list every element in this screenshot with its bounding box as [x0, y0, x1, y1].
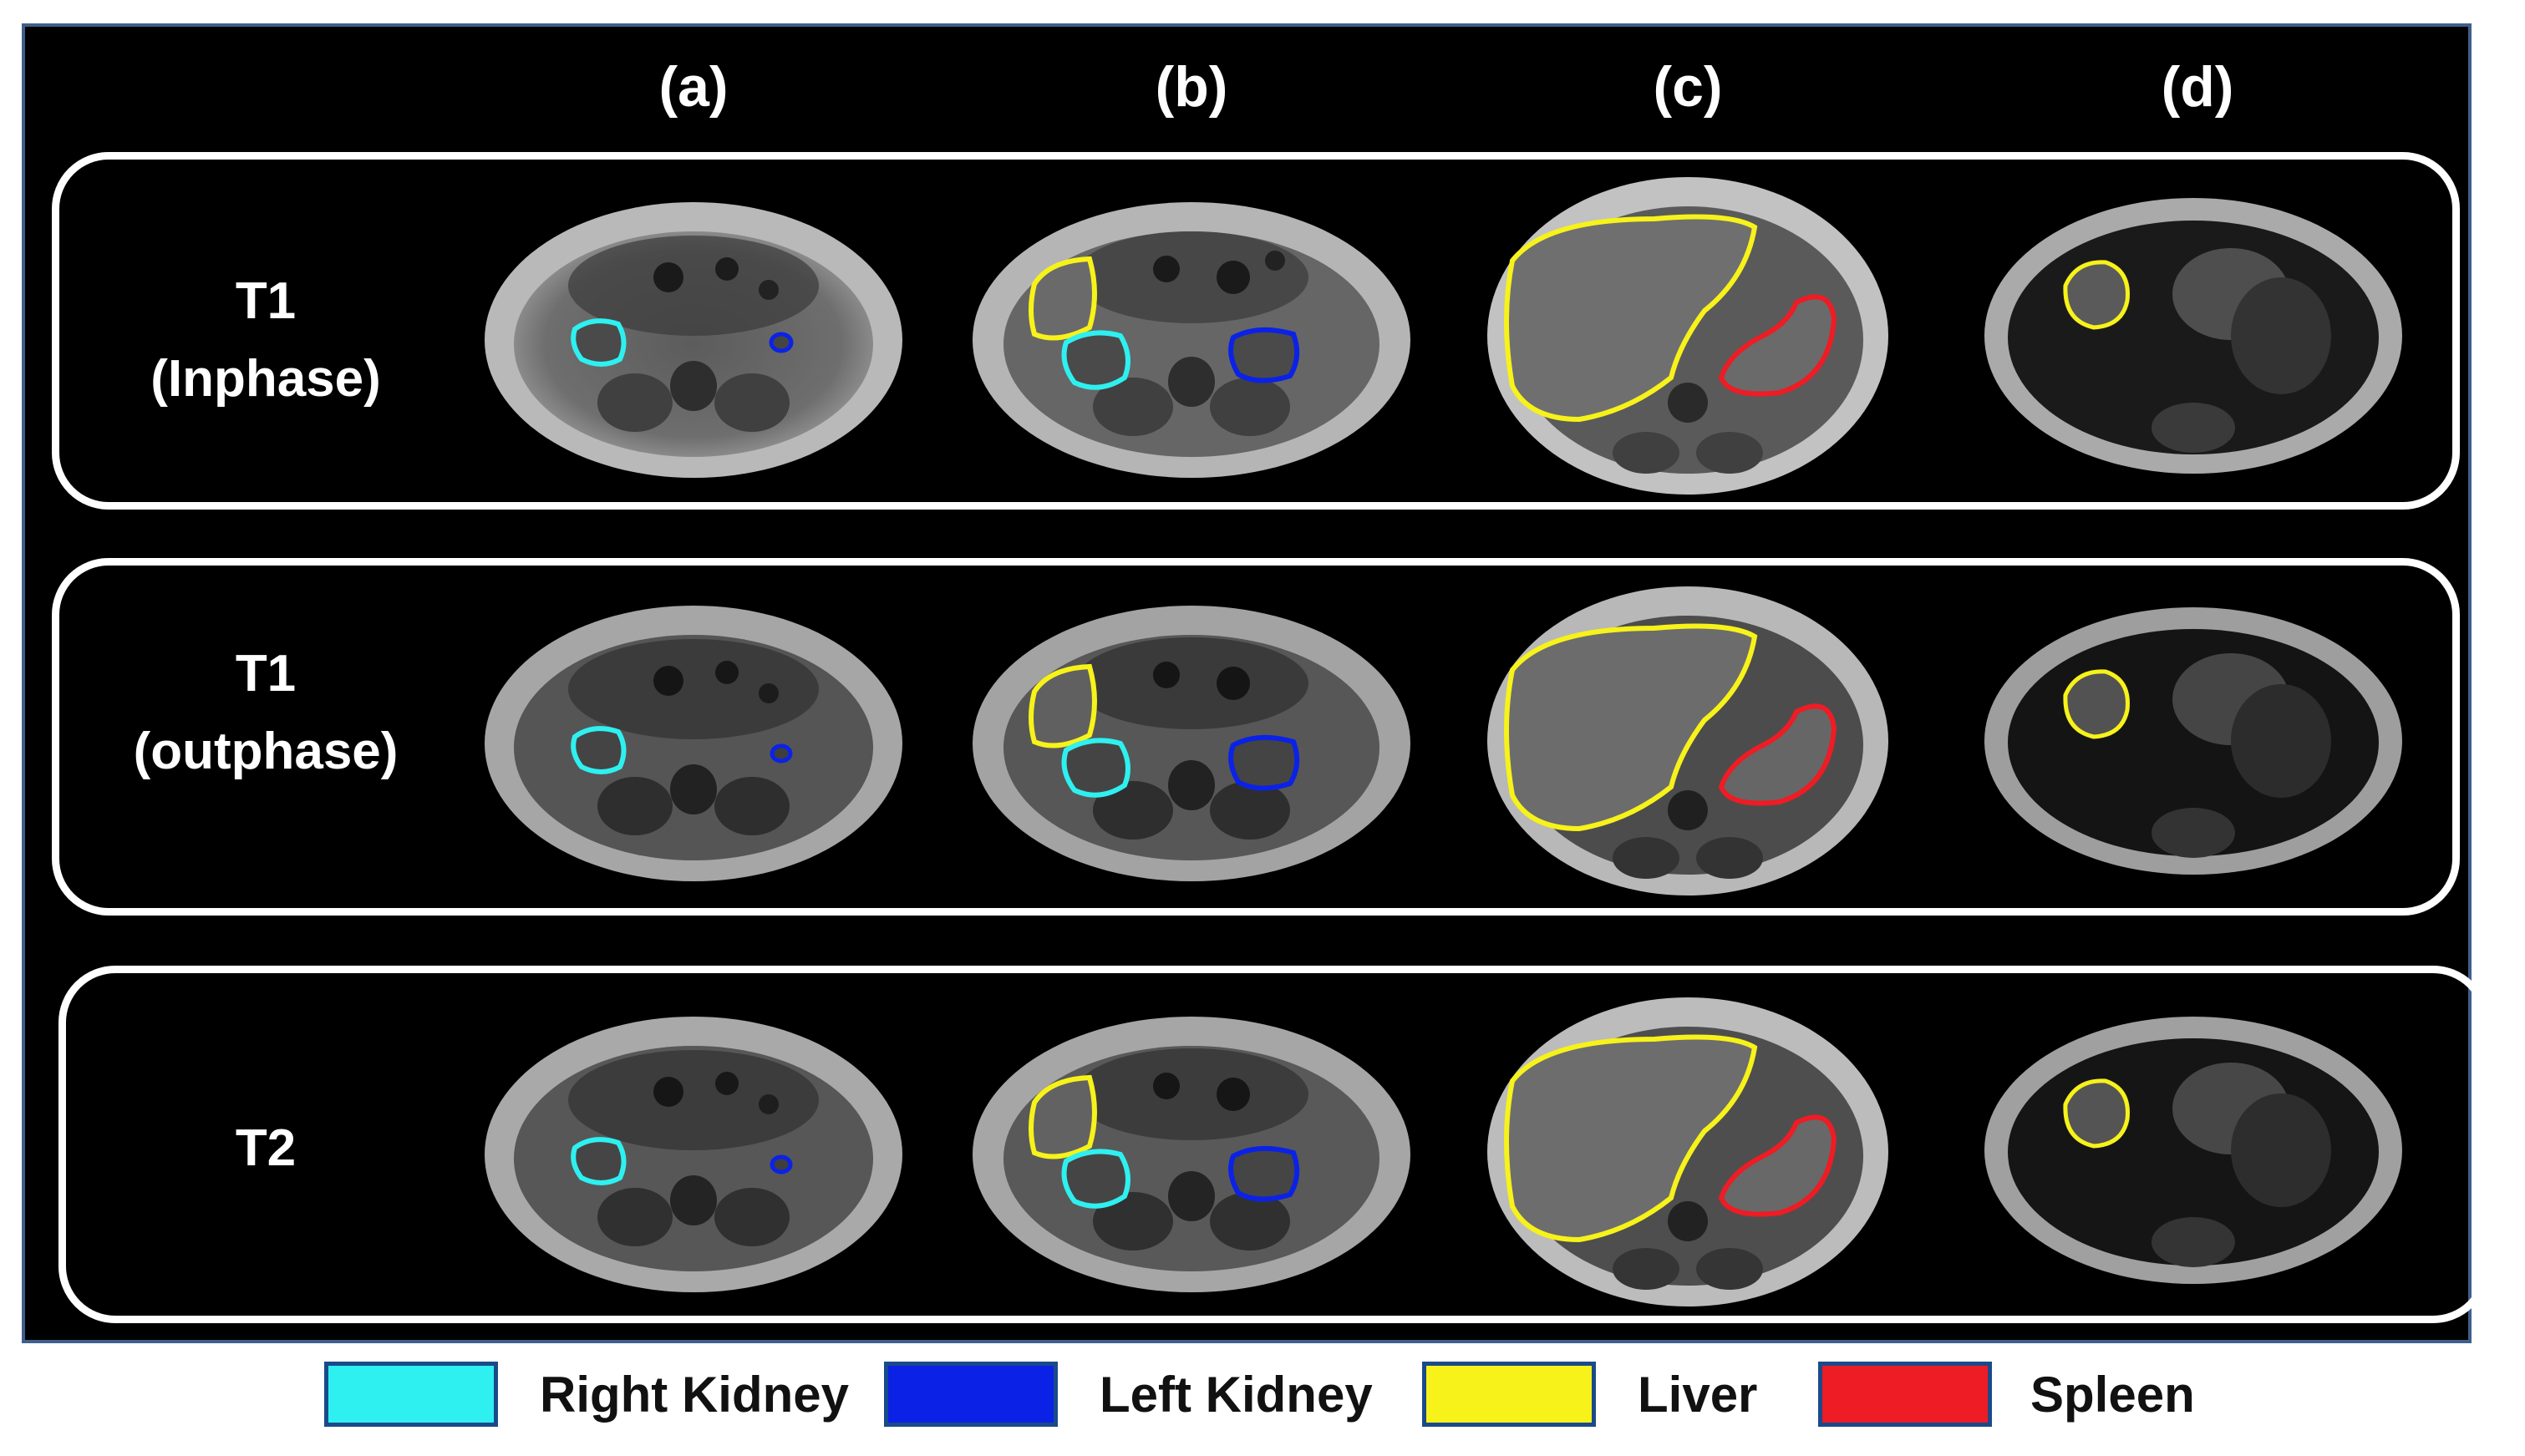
- legend-label-liver: Liver: [1638, 1367, 1758, 1423]
- row-label-t2: T2: [48, 1109, 483, 1187]
- left-kidney-contour: [769, 332, 794, 353]
- spleen-contour: [1718, 1114, 1837, 1217]
- liver-contour: [2063, 260, 2130, 330]
- column-label-d: (d): [2161, 55, 2234, 119]
- row-box-t2: [58, 966, 2490, 1323]
- spleen-contour: [1718, 294, 1837, 397]
- column-label-b: (b): [1155, 55, 1228, 119]
- liver-contour: [1029, 256, 1097, 341]
- left-kidney-contour: [1228, 327, 1300, 383]
- row-label-line1: T1: [235, 272, 297, 330]
- row-label-line1: T2: [235, 1119, 297, 1177]
- legend-label-right-kidney: Right Kidney: [540, 1367, 849, 1423]
- mri-scan-row3-col-b: [973, 1017, 1410, 1292]
- left-kidney-contour: [1228, 734, 1300, 791]
- right-kidney-contour: [1061, 738, 1130, 798]
- column-label-c: (c): [1653, 55, 1723, 119]
- column-label-a: (a): [658, 55, 729, 119]
- legend-swatch-liver: [1422, 1362, 1596, 1427]
- left-kidney-contour: [770, 1154, 793, 1174]
- liver-contour: [1029, 1074, 1097, 1159]
- liver-contour: [2063, 669, 2130, 739]
- mri-scan-row1-col-c: [1487, 177, 1888, 495]
- mri-scan-row1-col-b: [973, 202, 1410, 478]
- spleen-contour: [1718, 703, 1837, 806]
- right-kidney-contour: [1061, 330, 1130, 390]
- liver-contour: [2063, 1078, 2130, 1149]
- row-label-t1-inphase: T1 (Inphase): [48, 262, 483, 418]
- mri-scan-row2-col-d: [1984, 607, 2402, 875]
- row-box-t1-outphase: [52, 558, 2460, 916]
- mri-scan-row2-col-c: [1487, 586, 1888, 895]
- legend-label-left-kidney: Left Kidney: [1100, 1367, 1373, 1423]
- mri-scan-row2-col-b: [973, 606, 1410, 881]
- right-kidney-contour: [1061, 1149, 1130, 1209]
- liver-contour: [1029, 663, 1097, 748]
- mri-scan-row3-col-c: [1487, 997, 1888, 1306]
- mri-scan-row1-col-d: [1984, 198, 2402, 474]
- row-label-t1-outphase: T1 (outphase): [48, 635, 483, 790]
- row-label-line2: (Inphase): [150, 350, 381, 408]
- right-kidney-contour: [571, 726, 627, 774]
- left-kidney-contour: [1228, 1145, 1300, 1202]
- mri-scan-row2-col-a: [485, 606, 902, 881]
- left-kidney-contour: [770, 743, 793, 764]
- mri-scan-row3-col-a: [485, 1017, 902, 1292]
- legend-label-spleen: Spleen: [2030, 1367, 2195, 1423]
- legend: Right Kidney Left Kidney Liver Spleen: [0, 1352, 2525, 1456]
- liver-contour: [1504, 214, 1758, 423]
- mri-scan-row1-col-a: [485, 202, 902, 478]
- legend-swatch-spleen: [1818, 1362, 1992, 1427]
- legend-swatch-right-kidney: [324, 1362, 498, 1427]
- row-label-line2: (outphase): [133, 723, 399, 780]
- mri-scan-row3-col-d: [1984, 1017, 2402, 1284]
- legend-swatch-left-kidney: [884, 1362, 1058, 1427]
- liver-contour: [1504, 1034, 1758, 1243]
- row-label-line1: T1: [235, 645, 297, 703]
- figure-panel: (a) (b) (c) (d) T1 (Inphase) T1 (outphas…: [22, 23, 2490, 1343]
- right-kidney-contour: [571, 318, 627, 367]
- right-kidney-contour: [571, 1137, 627, 1185]
- row-box-t1-inphase: [52, 152, 2460, 510]
- liver-contour: [1504, 623, 1758, 832]
